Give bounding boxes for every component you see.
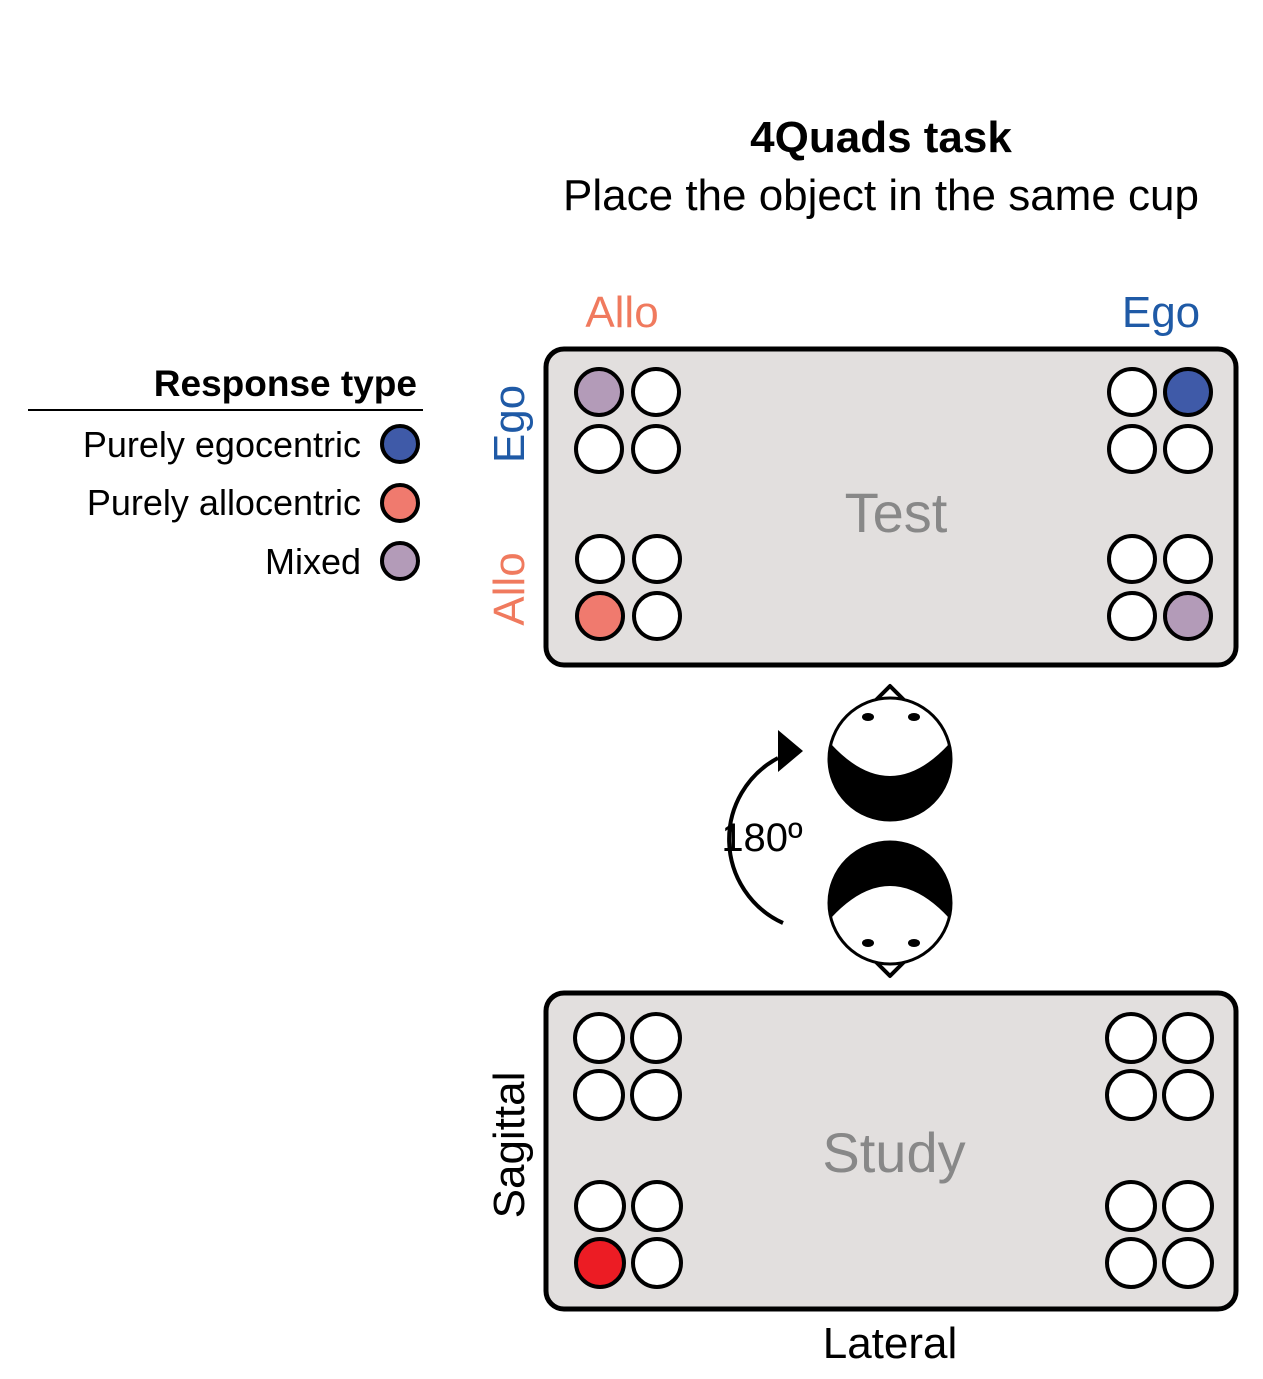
study-cup — [1105, 1180, 1157, 1232]
test-cup — [1107, 367, 1157, 417]
test-cup — [575, 591, 625, 641]
test-cup — [1107, 534, 1157, 584]
study-cup — [1162, 1069, 1214, 1121]
diagram-title: 4Quads task — [750, 113, 1012, 162]
study-cup — [631, 1237, 683, 1289]
legend-label-egocentric: Purely egocentric — [83, 424, 361, 465]
study-cup-target — [574, 1237, 626, 1289]
test-cup — [632, 534, 682, 584]
legend-swatch-allocentric — [380, 483, 420, 523]
test-cup — [574, 367, 624, 417]
legend-label-mixed: Mixed — [265, 541, 361, 582]
head-top-view-icon — [827, 684, 953, 822]
legend-label-allocentric: Purely allocentric — [87, 482, 361, 523]
legend-swatch-egocentric — [380, 424, 420, 464]
study-cup — [1105, 1237, 1157, 1289]
study-cup — [574, 1180, 626, 1232]
study-cup — [573, 1069, 625, 1121]
study-cup — [630, 1069, 682, 1121]
test-column-label-allo: Allo — [585, 288, 658, 337]
test-panel-label: Test — [845, 481, 948, 544]
test-row-label-ego: Ego — [485, 385, 534, 463]
test-cup — [1107, 591, 1157, 641]
test-cup — [1163, 367, 1213, 417]
head-top-view-icon — [827, 840, 953, 978]
test-cup — [574, 424, 624, 474]
rotation-label: 180º — [721, 816, 803, 860]
study-cup — [1162, 1012, 1214, 1064]
study-cup — [1162, 1237, 1214, 1289]
test-row-label-allo: Allo — [485, 552, 534, 625]
study-cup — [1105, 1069, 1157, 1121]
study-axis-sagittal: Sagittal — [485, 1072, 534, 1219]
study-cup — [1105, 1012, 1157, 1064]
legend-title: Response type — [154, 363, 417, 404]
diagram-subtitle: Place the object in the same cup — [563, 171, 1199, 220]
study-cup — [631, 1180, 683, 1232]
test-cup — [1107, 424, 1157, 474]
legend: Response type Purely egocentric Purely a… — [28, 363, 423, 582]
study-cup — [630, 1012, 682, 1064]
test-cup — [632, 591, 682, 641]
test-cup — [631, 424, 681, 474]
rotation-arrow-icon — [727, 730, 803, 925]
study-axis-lateral: Lateral — [823, 1319, 958, 1368]
test-cup — [631, 367, 681, 417]
test-cup — [1163, 534, 1213, 584]
test-panel-box — [543, 346, 1239, 668]
test-column-label-ego: Ego — [1122, 288, 1200, 337]
study-panel: Study — [543, 990, 1239, 1312]
study-panel-box — [543, 990, 1239, 1312]
legend-swatch-mixed — [380, 541, 420, 581]
test-cup — [575, 534, 625, 584]
study-cup — [573, 1012, 625, 1064]
test-cup — [1163, 591, 1213, 641]
test-cup — [1163, 424, 1213, 474]
study-cup — [1162, 1180, 1214, 1232]
study-panel-label: Study — [822, 1121, 965, 1184]
test-panel: Test — [543, 346, 1239, 668]
